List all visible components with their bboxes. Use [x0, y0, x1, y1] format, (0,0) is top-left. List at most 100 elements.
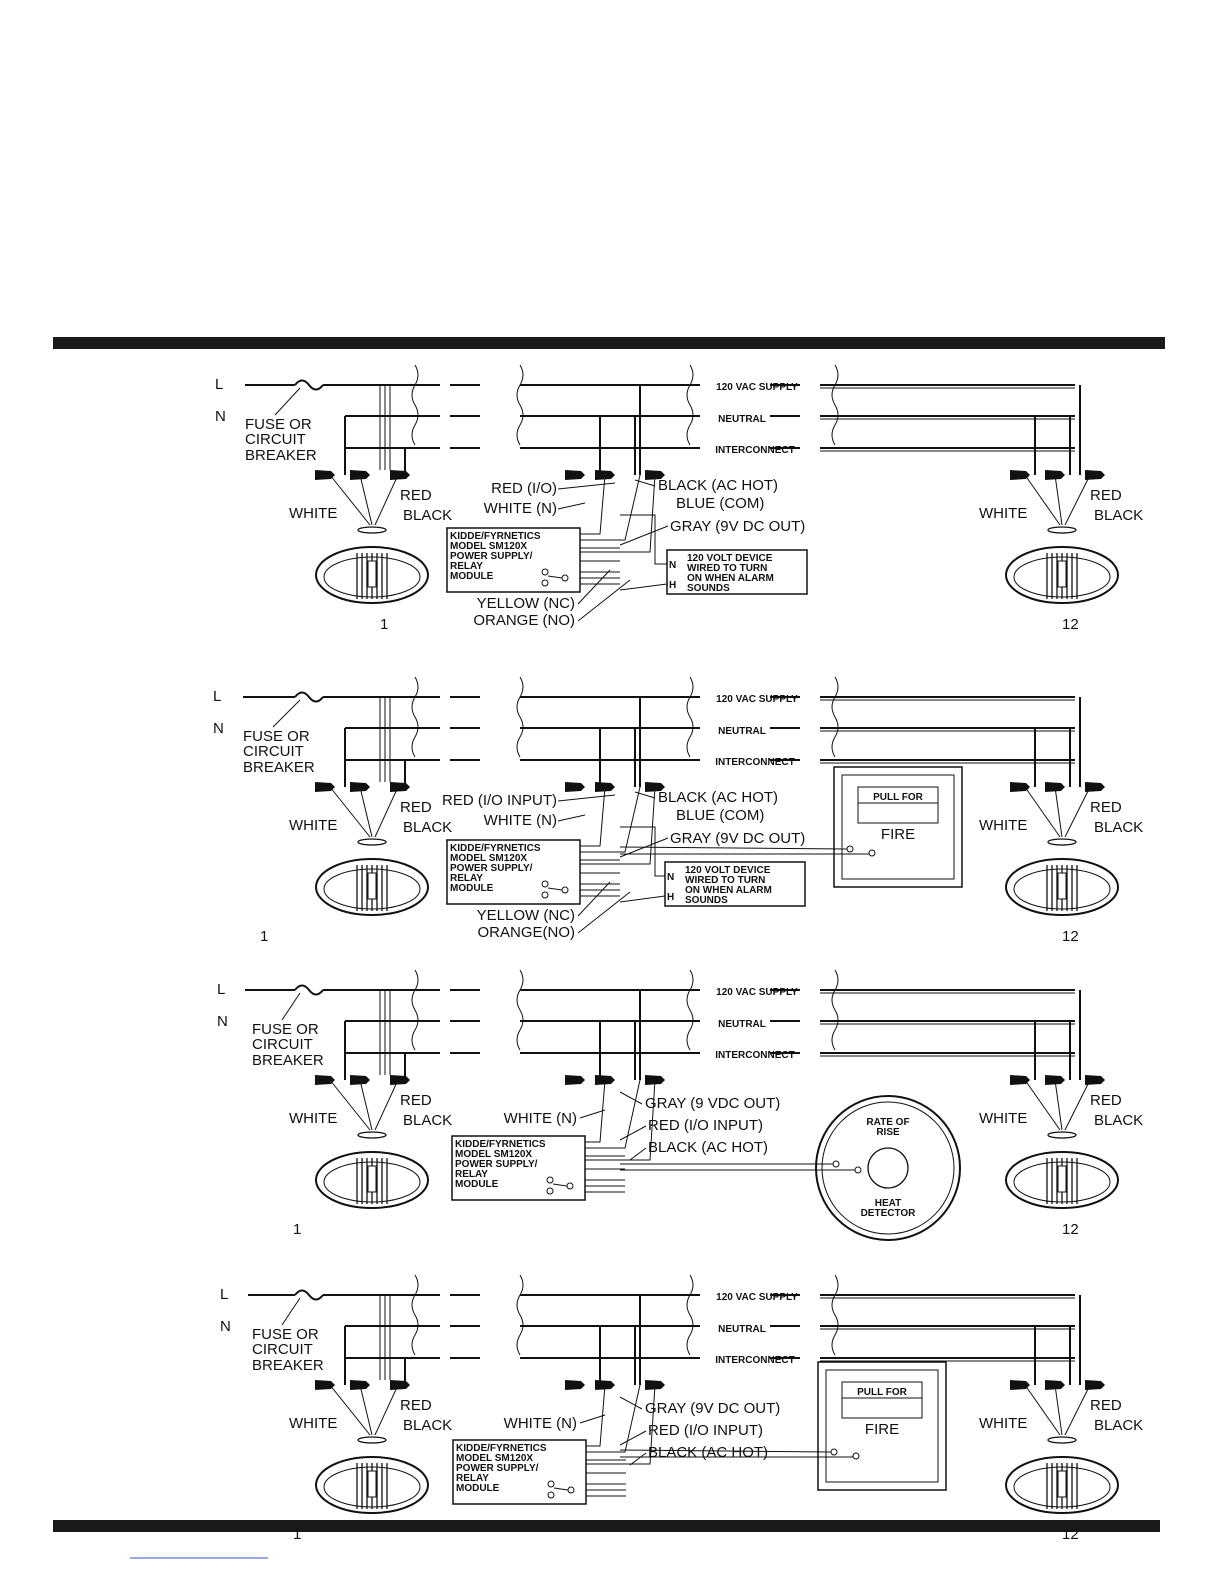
module-lead: [580, 786, 656, 865]
wire-label-red: RED (I/O): [491, 480, 557, 497]
module-lead: [586, 1384, 656, 1465]
fuse-symbol: [294, 379, 324, 391]
module-label-line: KIDDE/FYRNETICS: [450, 843, 541, 854]
leader: [577, 579, 631, 622]
wire-nut: [565, 782, 585, 792]
device-label-line: WIRED TO TURN: [685, 875, 765, 886]
bus-caption-neutral: NEUTRAL: [718, 1019, 766, 1030]
pull-station-inner: [841, 774, 955, 880]
pull-handle: [857, 786, 939, 824]
detector-lead: [329, 1079, 399, 1131]
bus-label-n: N: [213, 720, 224, 737]
module-label-line: RELAY: [450, 873, 483, 884]
detector-indicator: [1057, 872, 1067, 900]
pull-wire: [619, 1449, 832, 1453]
module-label-line: MODULE: [450, 883, 494, 894]
left-black-label: BLACK: [403, 507, 452, 524]
right-black-label: BLACK: [1094, 819, 1143, 836]
fuse-label-line3: BREAKER: [252, 1052, 324, 1069]
leader: [634, 479, 656, 487]
detector-number-12: 12: [1062, 1526, 1079, 1543]
heat-detector-label: RISE: [876, 1127, 900, 1138]
wire-nut: [1085, 1075, 1105, 1085]
wire-nut: [565, 470, 585, 480]
bus-label-n: N: [215, 408, 226, 425]
fuse-symbol: [294, 691, 324, 703]
detector-indicator: [367, 1165, 377, 1193]
detector-number-1: 1: [293, 1526, 301, 1543]
wire-nut: [1010, 470, 1030, 480]
detector-number-12: 12: [1062, 928, 1079, 945]
module-label-line: POWER SUPPLY/: [450, 863, 533, 874]
wire-nut: [565, 1380, 585, 1390]
bus-caption-interconnect: INTERCONNECT: [715, 757, 794, 768]
left-white-label: WHITE: [289, 817, 337, 834]
wire-label-orange: ORANGE (NO): [473, 612, 575, 629]
fuse-leader: [274, 387, 301, 416]
break-mark: [411, 676, 419, 758]
bus-label-l: L: [220, 1286, 228, 1303]
leader: [577, 891, 631, 934]
left-black-label: BLACK: [403, 1112, 452, 1129]
detector-indicator: [1057, 1470, 1067, 1498]
right-white-label: WHITE: [979, 817, 1027, 834]
heat-detector-core: [867, 1147, 909, 1189]
pull-station-bottom-label: FIRE: [865, 1421, 899, 1438]
left-black-label: BLACK: [403, 819, 452, 836]
break-mark: [411, 969, 419, 1051]
relay-contact: [541, 891, 549, 899]
fuse-symbol: [294, 984, 324, 996]
detector-plug: [357, 1131, 387, 1139]
wire-label-gray: GRAY (9 VDC OUT): [645, 1095, 780, 1112]
wire-nut: [315, 470, 335, 480]
leader: [557, 814, 586, 822]
relay-module-box: [452, 1439, 587, 1505]
leader: [629, 1147, 647, 1161]
right-red-label: RED: [1090, 1397, 1122, 1414]
detector-indicator: [367, 1470, 377, 1498]
right-white-label: WHITE: [979, 1110, 1027, 1127]
leader: [619, 525, 669, 546]
device-terminal-h: H: [669, 580, 676, 591]
right-black-label: BLACK: [1094, 1112, 1143, 1129]
bus-caption-supply: 120 VAC SUPPLY: [716, 1292, 798, 1303]
relay-contact: [541, 880, 549, 888]
module-lead: [580, 474, 606, 535]
fuse-label-line2: CIRCUIT: [245, 431, 306, 448]
fuse-label-line3: BREAKER: [252, 1357, 324, 1374]
leader: [557, 502, 586, 510]
relay-contact: [546, 1187, 554, 1195]
wire-nut: [1010, 782, 1030, 792]
bus-caption-neutral: NEUTRAL: [718, 1324, 766, 1335]
module-lead: [585, 1079, 606, 1143]
break-mark: [516, 1274, 524, 1356]
right-red-label: RED: [1090, 799, 1122, 816]
heat-detector-label: DETECTOR: [861, 1208, 917, 1219]
leader: [619, 1125, 647, 1141]
bottom-divider-bar: [53, 1520, 1160, 1532]
break-mark: [516, 364, 524, 446]
wire-label-black: BLACK (AC HOT): [658, 789, 778, 806]
bus-label-n: N: [220, 1318, 231, 1335]
pull-wire: [619, 846, 848, 850]
detector-lead: [329, 474, 399, 526]
relay-arm: [547, 575, 563, 579]
detector-lead: [329, 786, 399, 838]
fuse-label-line3: BREAKER: [245, 447, 317, 464]
top-divider-bar: [53, 337, 1165, 349]
wire-label-orange: ORANGE(NO): [478, 924, 576, 941]
bus-label-l: L: [213, 688, 221, 705]
leader: [619, 1091, 643, 1105]
device-wire: [620, 826, 665, 877]
device-terminal-n: N: [667, 872, 674, 883]
detector-plug: [357, 526, 387, 534]
module-lead: [580, 474, 656, 553]
detector-lead: [329, 1384, 399, 1436]
wire-label-red: RED (I/O INPUT): [648, 1117, 763, 1134]
break-mark: [686, 1274, 694, 1356]
